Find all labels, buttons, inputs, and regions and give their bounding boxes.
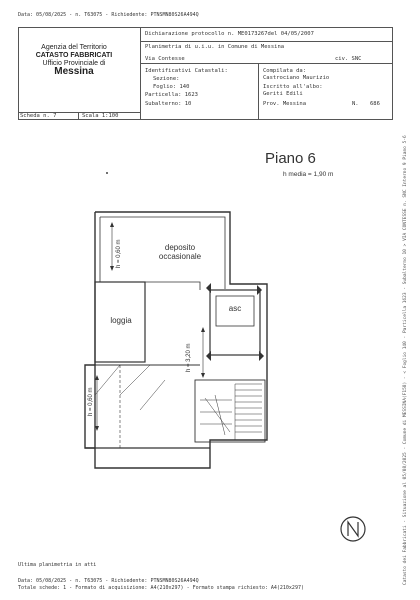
wall-outer — [84, 211, 268, 469]
num-value: 686 — [370, 101, 380, 107]
agency-line1: Agenzia del Territorio — [41, 44, 107, 51]
footer-line1: Data: 05/08/2025 - n. T63075 - Richieden… — [18, 578, 199, 584]
header-divider-2 — [140, 63, 393, 64]
prov-text: Prov. Messina — [263, 101, 307, 107]
agency-block: Agenzia del Territorio CATASTO FABBRICAT… — [19, 44, 129, 77]
compilata-text: Compilata da: — [263, 68, 307, 74]
footer-line2: Totale schede: 1 - Formato di acquisizio… — [18, 585, 304, 591]
header-divider-mid — [258, 63, 259, 120]
stair-block — [194, 379, 266, 443]
elevator-shaft — [209, 289, 261, 356]
iscritto-text: Iscritto all'albo: — [263, 84, 323, 90]
room-asc: asc — [228, 304, 242, 313]
header-divider-1 — [140, 41, 393, 42]
particella-text: Particella: 1623 — [145, 92, 198, 98]
compiler-name: Castrociano Maurizio — [263, 75, 330, 81]
foglio-text: Foglio: 140 — [153, 84, 190, 90]
top-meta: Data: 05/08/2025 - n. T63075 - Richieden… — [18, 12, 199, 18]
header-box — [18, 27, 393, 120]
wall-inner-top — [100, 216, 226, 289]
room-deposito: deposito occasionale — [150, 243, 210, 261]
height-label-top: h = 0,60 m — [116, 239, 122, 268]
header-divider-scale — [78, 112, 79, 120]
h-media-label: h media = 1,90 m — [283, 171, 334, 178]
footer-ultima: Ultima planimetria in atti — [18, 562, 97, 568]
sezione-text: Sezione: — [153, 76, 180, 82]
side-note: Catasto dei Fabbricati - Situazione al 0… — [403, 135, 408, 585]
planimetry-text: Planimetria di u.i.u. in Comune di Messi… — [145, 44, 285, 50]
scala-text: Scala 1:100 — [82, 113, 119, 119]
small-dot — [106, 172, 108, 174]
subalterno-text: Subalterno: 10 — [145, 101, 192, 107]
num-label: N. — [352, 101, 359, 107]
civ-text: civ. SNC — [335, 56, 362, 62]
scheda-text: Scheda n. 7 — [20, 113, 57, 119]
albo-text: Geriti Edili — [263, 91, 303, 97]
room-deposito-line2: occasionale — [158, 252, 202, 261]
ids-title: Identificativi Catastali: — [145, 68, 228, 74]
header-divider-bottom — [18, 112, 140, 113]
loggia-box — [94, 281, 146, 363]
plan-title: Piano 6 — [265, 150, 316, 167]
wall-partition — [145, 281, 201, 290]
room-deposito-line1: deposito — [164, 243, 196, 252]
north-arrow-icon — [340, 516, 366, 542]
height-label-bottom: h = 0,60 m — [88, 387, 94, 416]
agency-line2: CATASTO FABBRICATI — [35, 52, 113, 59]
room-loggia: loggia — [110, 316, 132, 325]
protocol-text: Dichiarazione protocollo n. ME0173267del… — [145, 31, 314, 37]
agency-line4: Messina — [54, 66, 94, 77]
address-text: Via Contesse — [145, 56, 185, 62]
height-label-320: h = 3,20 m — [186, 343, 192, 372]
header-divider-left — [140, 27, 141, 120]
elevator-inner — [215, 295, 255, 327]
agency-line3: Ufficio Provinciale di — [42, 60, 106, 67]
